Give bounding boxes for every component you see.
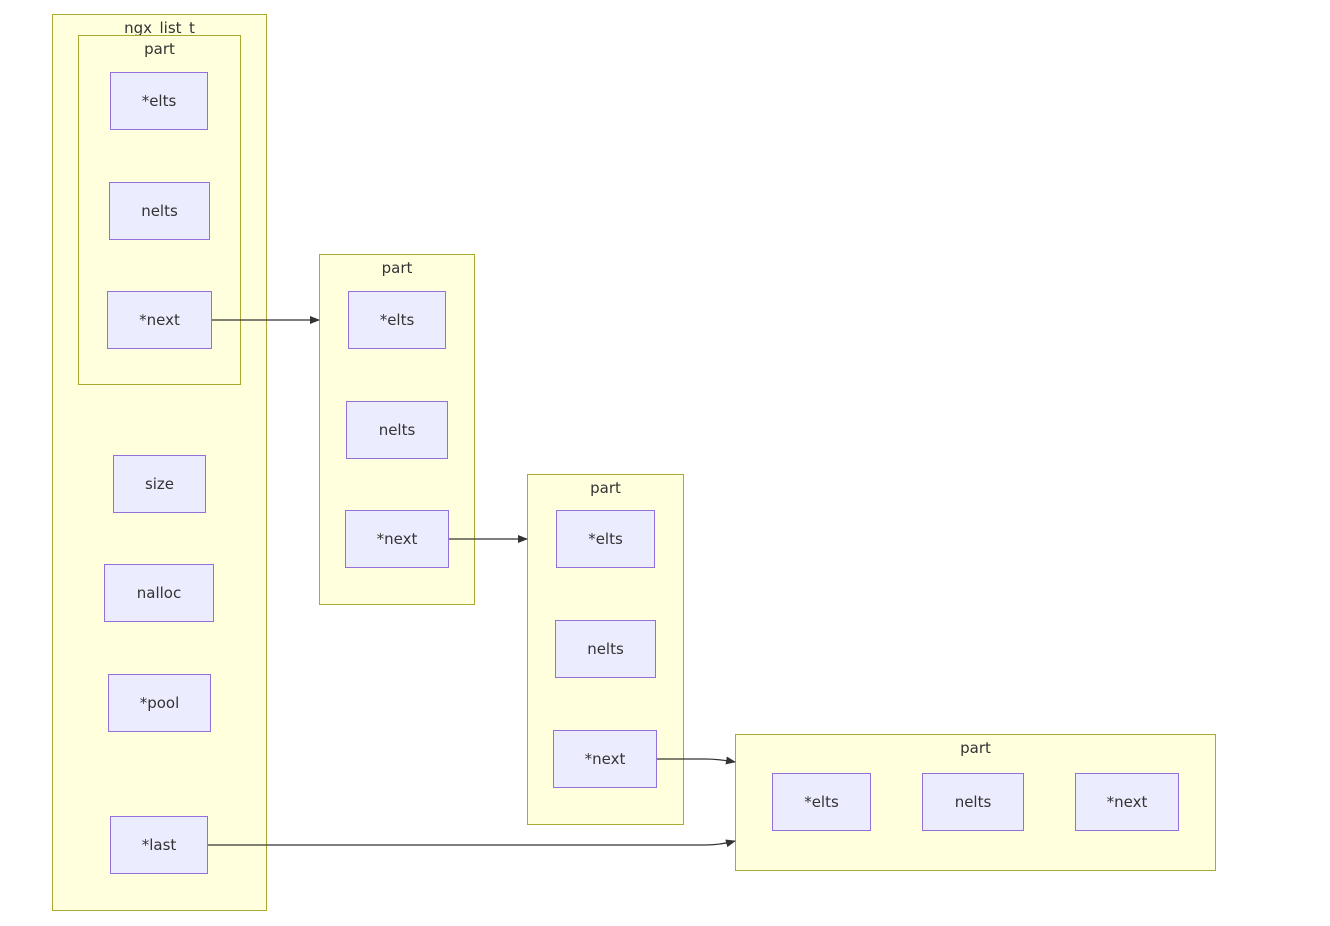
part1-next-node[interactable]: *next (345, 510, 449, 568)
part3-nelts-node[interactable]: nelts (922, 773, 1024, 831)
part-title-1: part (381, 259, 413, 277)
part0-next-node[interactable]: *next (107, 291, 212, 349)
part2-nelts-node[interactable]: nelts (555, 620, 656, 678)
part1-elts-node[interactable]: *elts (348, 291, 446, 349)
part-title-2: part (590, 479, 621, 497)
part-title-0: part (144, 40, 175, 58)
last-node[interactable]: *last (110, 816, 208, 874)
part0-nelts-node[interactable]: nelts (109, 182, 210, 240)
part1-nelts-node[interactable]: nelts (346, 401, 448, 459)
part3-next-node[interactable]: *next (1075, 773, 1179, 831)
part2-elts-node[interactable]: *elts (556, 510, 655, 568)
part0-elts-node[interactable]: *elts (110, 72, 208, 130)
part2-next-node[interactable]: *next (553, 730, 657, 788)
size-node[interactable]: size (113, 455, 206, 513)
part-title-3: part (960, 739, 991, 757)
ngx-list-t-title: ngx_list_t (124, 19, 195, 37)
edge-last-to-part3 (208, 839, 736, 848)
nalloc-node[interactable]: nalloc (104, 564, 214, 622)
pool-node[interactable]: *pool (108, 674, 211, 732)
part3-elts-node[interactable]: *elts (772, 773, 871, 831)
